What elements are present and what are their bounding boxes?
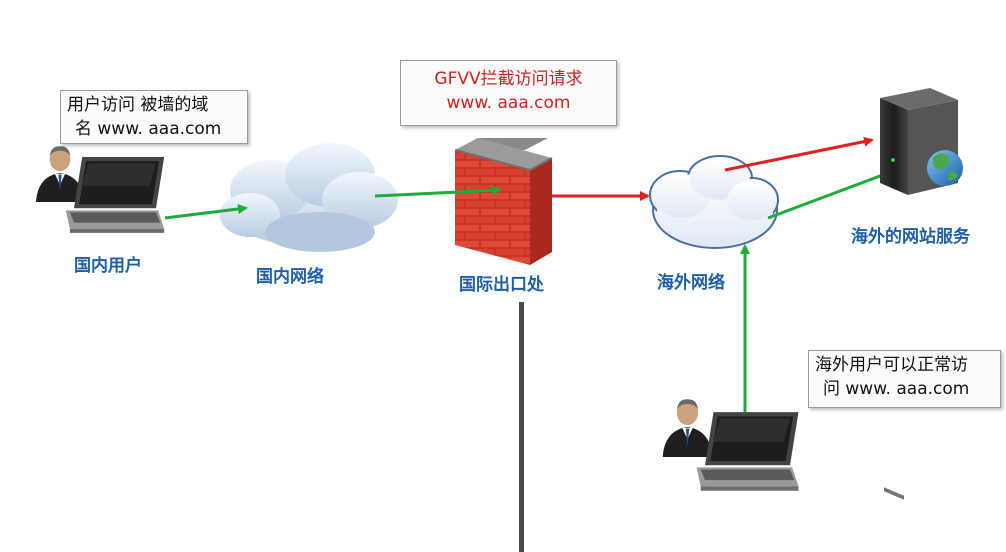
arrow-user-to-domestic [164, 204, 248, 220]
overseas-network-label: 海外网络 [657, 273, 725, 293]
firewall-icon [454, 138, 553, 265]
callout-line: 用户访问 被墙的域 [67, 95, 209, 115]
callout-line: 问 www. aaa.com [823, 379, 970, 399]
domestic-user-label: 国内用户 [74, 256, 142, 276]
overseas-cloud-shape [649, 155, 779, 249]
domestic-cloud-shape [220, 143, 398, 252]
exit-point-label: 国际出口处 [459, 275, 544, 295]
callout-line: 海外用户可以正常访 [815, 355, 968, 375]
domestic-request-callout: 用户访问 被墙的域 名 www. aaa.com [60, 90, 248, 144]
overseas-laptop-icon [696, 412, 799, 491]
arrow-overseas-to-server-green [767, 168, 898, 220]
callout-line: GFVV拦截访问请求 [434, 69, 583, 89]
overseas-user-callout: 海外用户可以正常访 问 www. aaa.com [808, 350, 1001, 408]
border-divider [519, 302, 524, 552]
globe-icon [927, 150, 963, 186]
domestic-laptop-icon [65, 157, 165, 233]
overseas-server-label: 海外的网站服务 [851, 227, 970, 247]
domestic-network-label: 国内网络 [256, 267, 324, 287]
callout-line: 名 www. aaa.com [75, 119, 222, 139]
arrow-overseas-to-server-red [724, 136, 874, 172]
gfw-block-callout: GFVV拦截访问请求 www. aaa.com [400, 60, 617, 126]
server-icon [880, 88, 958, 500]
overseas-person-icon [662, 399, 713, 457]
callout-line: www. aaa.com [446, 93, 571, 113]
arrow-domestic-to-firewall [374, 185, 502, 198]
